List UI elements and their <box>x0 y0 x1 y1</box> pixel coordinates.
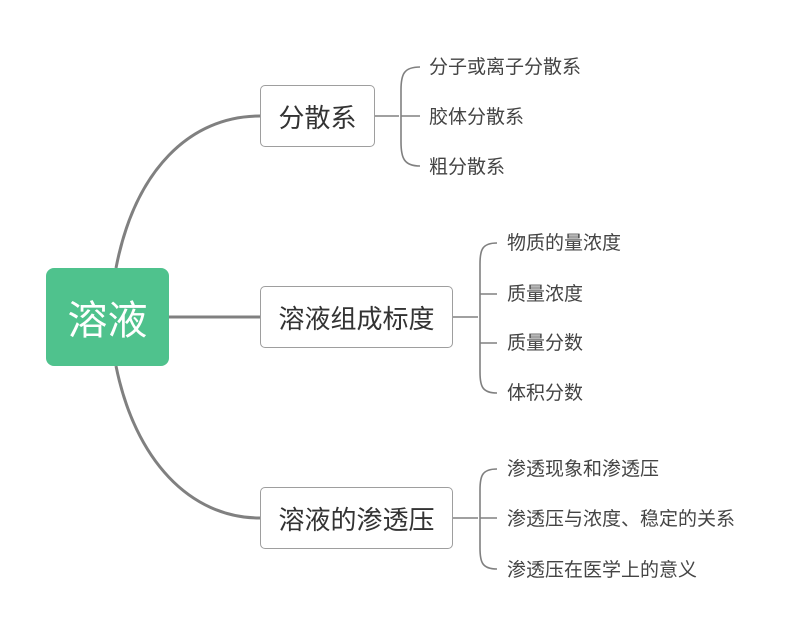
root-node[interactable]: 溶液 <box>46 268 169 366</box>
leaf-mass-concentration[interactable]: 质量浓度 <box>507 283 584 305</box>
connector-root-branch-3 <box>114 365 261 520</box>
leaf-mass-fraction[interactable]: 质量分数 <box>507 332 584 354</box>
connector-root-branch-1 <box>114 114 261 269</box>
leaf-molecular-ionic-dispersion[interactable]: 分子或离子分散系 <box>429 56 582 78</box>
bracket-branch-2 <box>452 242 498 394</box>
bracket-branch-1 <box>374 66 421 167</box>
branch-node-dispersion-system[interactable]: 分散系 <box>260 85 375 147</box>
leaf-volume-fraction[interactable]: 体积分数 <box>507 382 584 404</box>
branch-node-concentration-scale[interactable]: 溶液组成标度 <box>260 286 453 348</box>
leaf-molar-concentration[interactable]: 物质的量浓度 <box>507 232 622 254</box>
leaf-osmosis-and-pressure[interactable]: 渗透现象和渗透压 <box>507 458 660 480</box>
leaf-coarse-dispersion[interactable]: 粗分散系 <box>429 156 506 178</box>
leaf-medical-significance[interactable]: 渗透压在医学上的意义 <box>507 559 698 581</box>
leaf-pressure-concentration-relation[interactable]: 渗透压与浓度、稳定的关系 <box>507 508 736 530</box>
branch-node-osmotic-pressure[interactable]: 溶液的渗透压 <box>260 487 453 549</box>
bracket-branch-3 <box>452 468 498 570</box>
leaf-colloidal-dispersion[interactable]: 胶体分散系 <box>429 106 525 128</box>
